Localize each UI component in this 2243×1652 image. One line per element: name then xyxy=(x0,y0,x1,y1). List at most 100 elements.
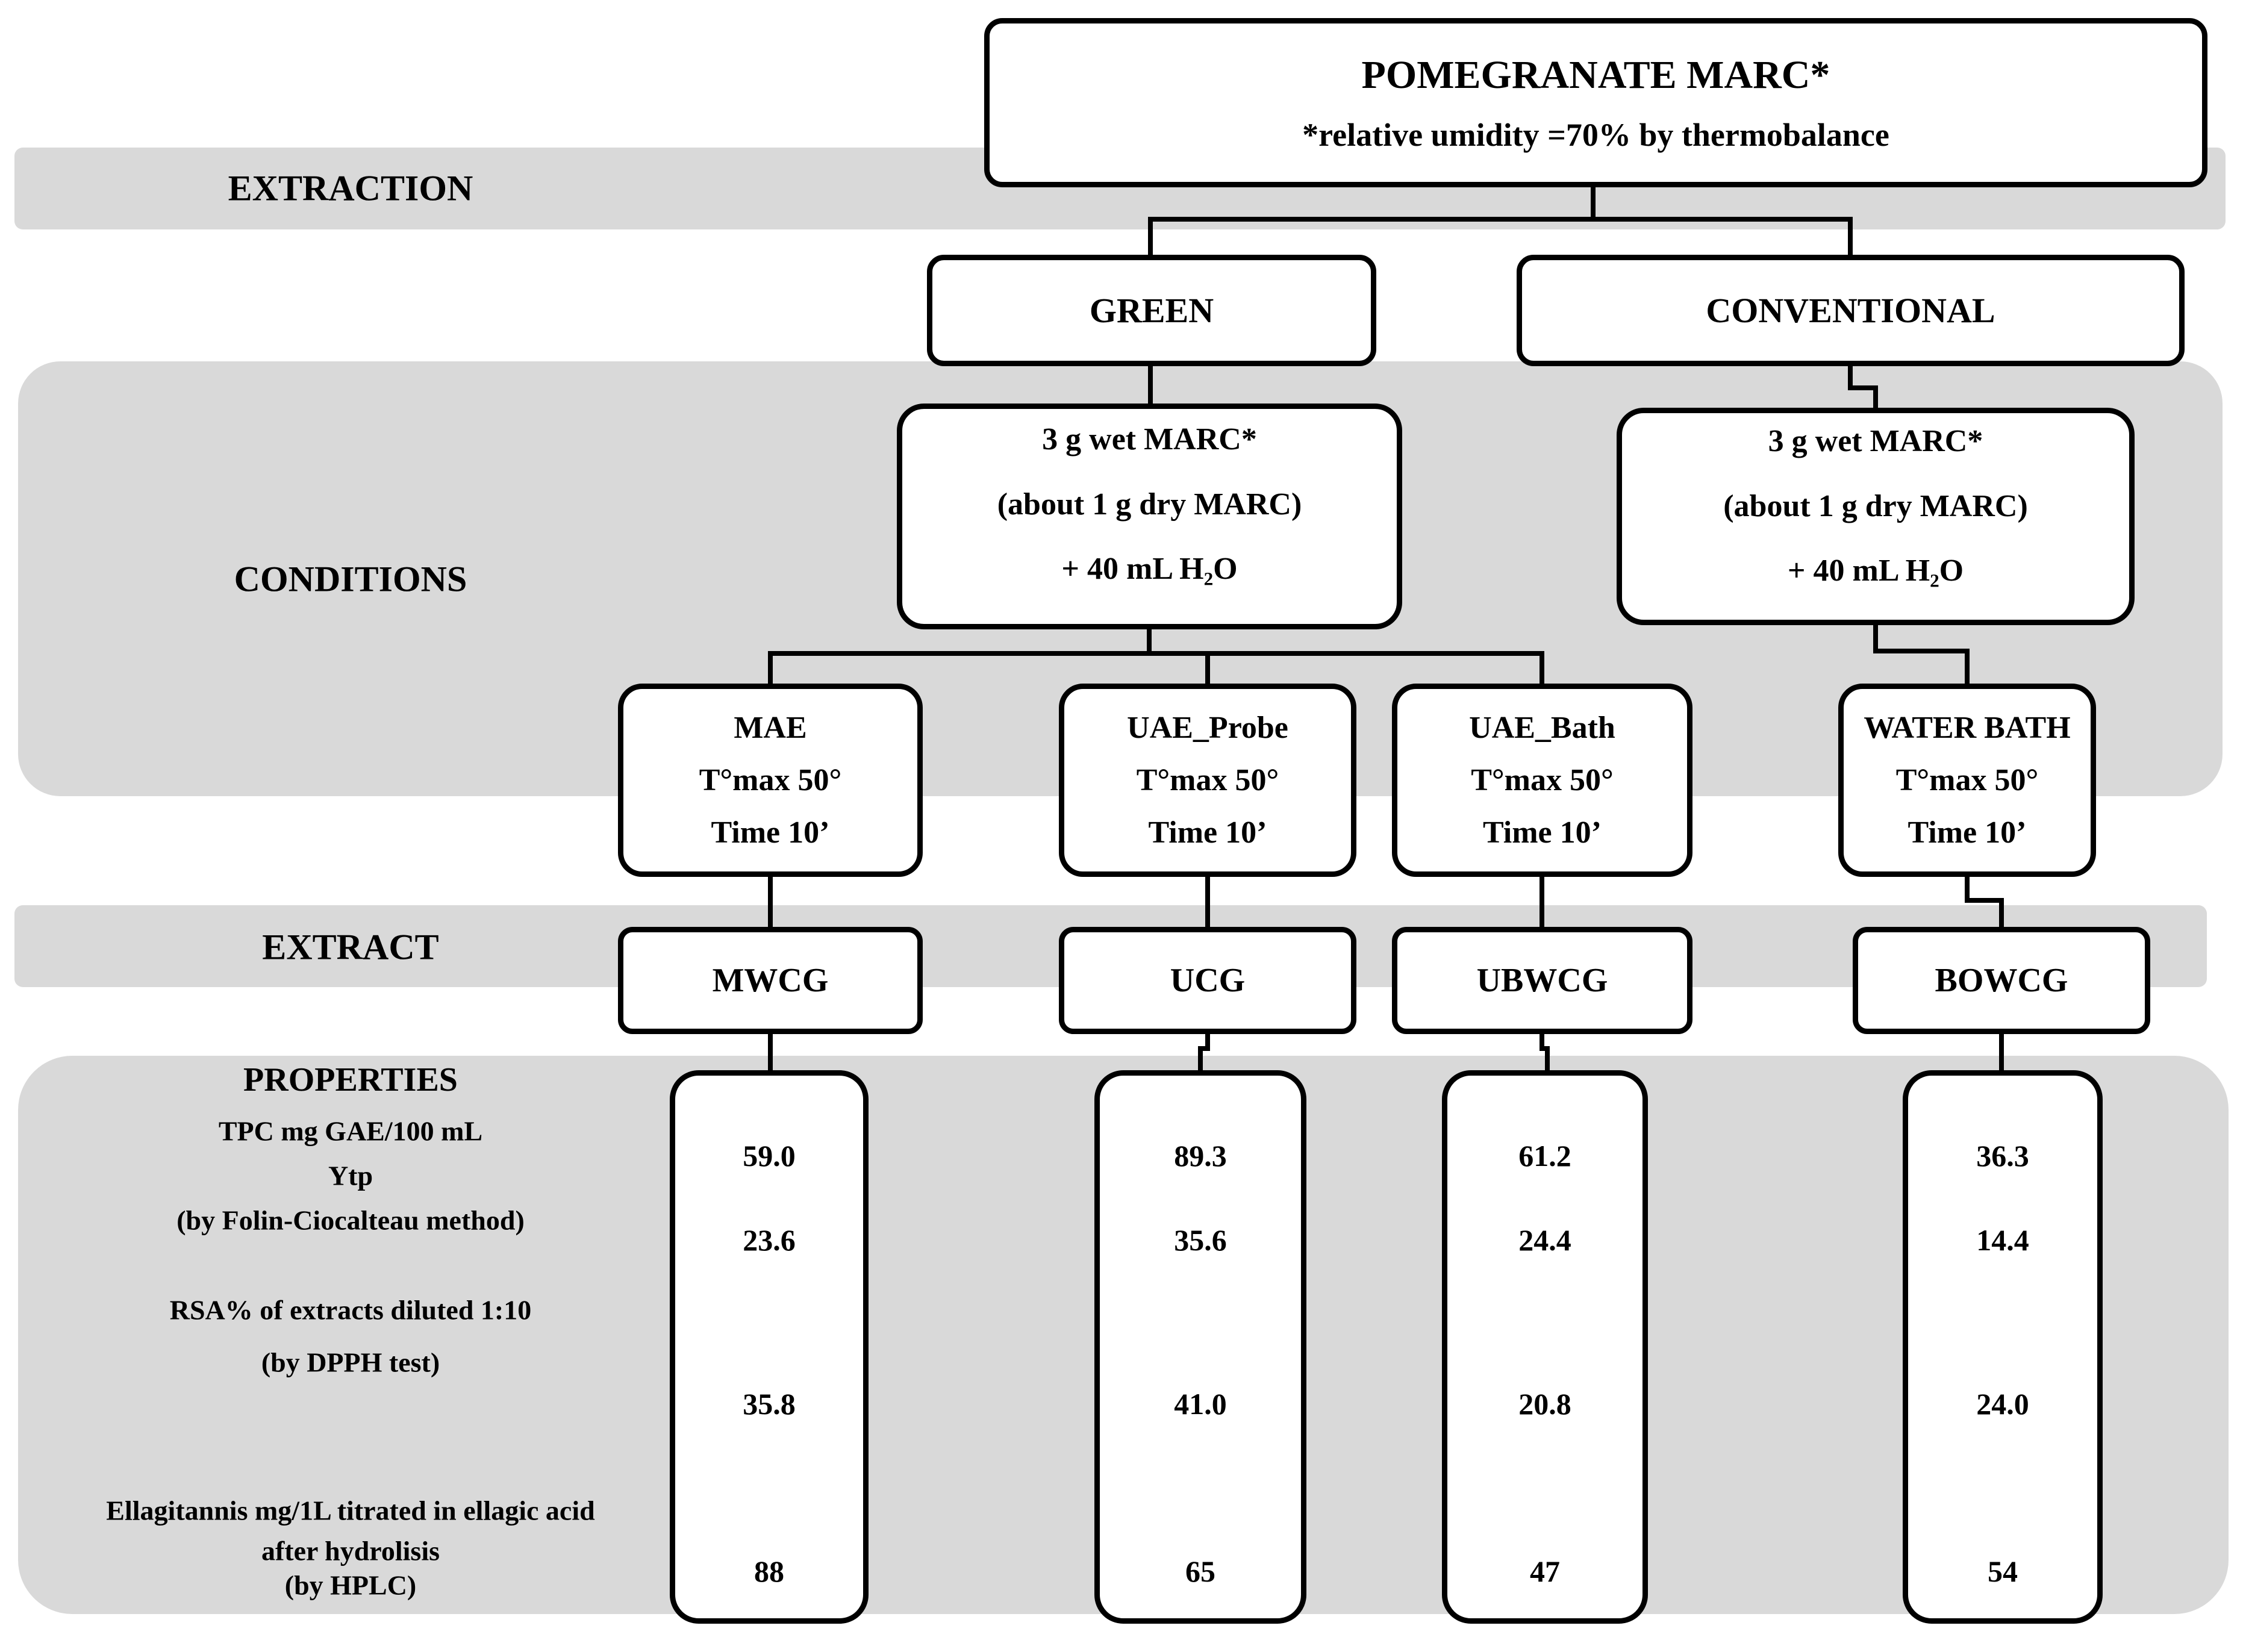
connector xyxy=(1591,184,1596,220)
sample-box-conventional: 3 g wet MARC* (about 1 g dry MARC) + 40 … xyxy=(1617,408,2135,625)
connector xyxy=(768,651,773,686)
connector xyxy=(1148,217,1153,257)
value-ytp: 14.4 xyxy=(1976,1223,2029,1257)
branch-conventional-label: CONVENTIONAL xyxy=(1706,291,1995,330)
method-tmax: T°max 50° xyxy=(1895,762,2039,797)
property-label-dpph: (by DPPH test) xyxy=(261,1347,440,1378)
root-box-pomegranate-marc: POMEGRANATE MARC* *relative umidity =70%… xyxy=(984,18,2207,187)
connector xyxy=(1205,1032,1210,1051)
property-label-tpc: TPC mg GAE/100 mL xyxy=(218,1115,483,1147)
connector xyxy=(1540,651,1544,686)
sample-conventional-line3: + 40 mL H₂O xyxy=(1787,553,1964,588)
value-ytp: 24.4 xyxy=(1518,1223,1571,1257)
extract-box-bowcg: BOWCG xyxy=(1853,927,2150,1034)
results-column-bowcg: 36.3 14.4 24.0 54 xyxy=(1903,1070,2103,1624)
value-rsa: 20.8 xyxy=(1518,1387,1571,1421)
property-label-ytp: Ytp xyxy=(328,1160,373,1191)
value-rsa: 35.8 xyxy=(743,1387,796,1421)
connector xyxy=(768,651,1544,656)
stage-label-conditions: CONDITIONS xyxy=(234,559,467,599)
method-name: UAE_Bath xyxy=(1469,710,1615,745)
sample-green-line2: (about 1 g dry MARC) xyxy=(997,487,1302,522)
method-name: MAE xyxy=(734,710,807,745)
connector xyxy=(1147,627,1152,656)
connector xyxy=(1205,651,1210,686)
value-ytp: 35.6 xyxy=(1174,1223,1227,1257)
sample-green-line3: + 40 mL H₂O xyxy=(1061,552,1238,587)
root-title: POMEGRANATE MARC* xyxy=(1361,52,1830,97)
connector xyxy=(1148,364,1153,406)
value-ellagitannins: 54 xyxy=(1988,1554,2018,1588)
branch-green-label: GREEN xyxy=(1089,291,1214,330)
method-tmax: T°max 50° xyxy=(1471,762,1614,797)
connector xyxy=(1148,217,1853,222)
connector xyxy=(1965,898,2004,903)
extract-code: UCG xyxy=(1170,962,1246,999)
extract-code: BOWCG xyxy=(1935,962,2068,999)
branch-box-conventional: CONVENTIONAL xyxy=(1517,255,2185,366)
property-label-ellagitannins-1: Ellagitannis mg/1L titrated in ellagic a… xyxy=(106,1495,595,1526)
value-ellagitannins: 65 xyxy=(1185,1554,1215,1588)
property-label-folin: (by Folin-Ciocalteau method) xyxy=(176,1205,525,1236)
method-time: Time 10’ xyxy=(1483,815,1602,850)
value-ellagitannins: 88 xyxy=(754,1554,784,1588)
connector xyxy=(1848,217,1853,257)
method-time: Time 10’ xyxy=(711,815,830,850)
method-name: UAE_Probe xyxy=(1127,710,1288,745)
value-tpc: 89.3 xyxy=(1174,1139,1227,1173)
connector xyxy=(768,1032,773,1073)
extract-box-ucg: UCG xyxy=(1059,927,1356,1034)
sample-conventional-line1: 3 g wet MARC* xyxy=(1768,423,1983,458)
connector xyxy=(1848,385,1878,390)
connector xyxy=(1848,364,1853,390)
method-time: Time 10’ xyxy=(1908,815,2027,850)
value-ytp: 23.6 xyxy=(743,1223,796,1257)
extract-code: MWCG xyxy=(712,962,829,999)
method-box-uae-probe: UAE_Probe T°max 50° Time 10’ xyxy=(1059,684,1356,877)
connector xyxy=(1965,874,1970,903)
method-tmax: T°max 50° xyxy=(1136,762,1279,797)
connector xyxy=(1540,874,1544,929)
stage-label-properties: PROPERTIES xyxy=(243,1061,458,1099)
value-tpc: 61.2 xyxy=(1518,1139,1571,1173)
connector xyxy=(1198,1046,1210,1051)
root-note: *relative umidity =70% by thermobalance xyxy=(1302,116,1889,153)
value-tpc: 59.0 xyxy=(743,1139,796,1173)
value-tpc: 36.3 xyxy=(1976,1139,2029,1173)
value-ellagitannins: 47 xyxy=(1530,1554,1560,1588)
connector xyxy=(1545,1046,1550,1073)
connector xyxy=(1965,649,1970,686)
results-column-ucg: 89.3 35.6 41.0 65 xyxy=(1094,1070,1306,1624)
value-rsa: 41.0 xyxy=(1174,1387,1227,1421)
method-time: Time 10’ xyxy=(1148,815,1267,850)
connector xyxy=(1999,898,2004,929)
results-column-ubwcg: 61.2 24.4 20.8 47 xyxy=(1442,1070,1648,1624)
connector xyxy=(1873,649,1970,653)
method-box-water-bath: WATER BATH T°max 50° Time 10’ xyxy=(1838,684,2096,877)
stage-label-extraction: EXTRACTION xyxy=(228,168,473,208)
connector xyxy=(1873,623,1878,653)
connector xyxy=(1540,1046,1550,1051)
method-tmax: T°max 50° xyxy=(699,762,842,797)
connector xyxy=(1198,1046,1203,1073)
connector xyxy=(1205,874,1210,929)
stage-label-extract: EXTRACT xyxy=(262,927,439,967)
extract-box-ubwcg: UBWCG xyxy=(1392,927,1692,1034)
connector xyxy=(768,874,773,929)
extract-box-mwcg: MWCG xyxy=(618,927,923,1034)
connector xyxy=(1540,1032,1544,1051)
property-label-ellagitannins-2: after hydrolisis xyxy=(261,1535,440,1566)
method-box-mae: MAE T°max 50° Time 10’ xyxy=(618,684,923,877)
sample-box-green: 3 g wet MARC* (about 1 g dry MARC) + 40 … xyxy=(897,404,1402,629)
property-label-rsa: RSA% of extracts diluted 1:10 xyxy=(169,1294,532,1326)
method-box-uae-bath: UAE_Bath T°max 50° Time 10’ xyxy=(1392,684,1692,877)
method-name: WATER BATH xyxy=(1864,710,2071,745)
connector xyxy=(1873,385,1878,411)
property-label-ellagitannins-3: (by HPLC) xyxy=(284,1569,417,1601)
connector xyxy=(1999,1032,2004,1073)
sample-conventional-line2: (about 1 g dry MARC) xyxy=(1723,488,2028,523)
results-column-mwcg: 59.0 23.6 35.8 88 xyxy=(670,1070,869,1624)
branch-box-green: GREEN xyxy=(927,255,1376,366)
value-rsa: 24.0 xyxy=(1976,1387,2029,1421)
sample-green-line1: 3 g wet MARC* xyxy=(1042,422,1257,457)
